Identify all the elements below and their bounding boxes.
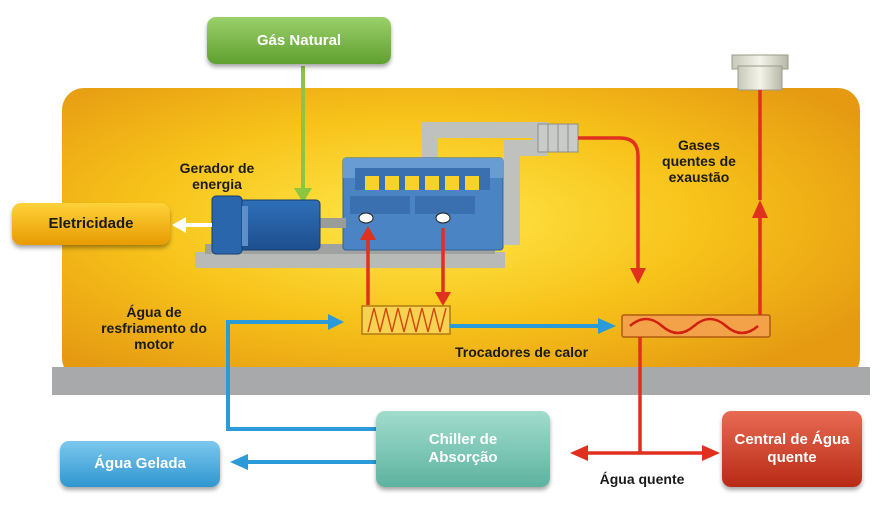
- generator-label: Gerador de energia: [179, 160, 255, 192]
- floor-slab: [52, 367, 870, 395]
- absorption-chiller-label: Chiller de Absorção: [428, 431, 498, 466]
- absorption-chiller-box: Chiller de Absorção: [376, 411, 550, 487]
- engine-base: [195, 252, 505, 268]
- engine-port-left: [358, 212, 374, 224]
- chimney: [737, 65, 783, 91]
- natural-gas-box: Gás Natural: [207, 17, 391, 64]
- electricity-box: Eletricidade: [12, 203, 170, 245]
- chilled-water-label: Água Gelada: [94, 455, 186, 472]
- hot-water-label: Água quente: [599, 471, 685, 487]
- engine-cylinders: [365, 176, 479, 190]
- chilled-water-box: Água Gelada: [60, 441, 220, 487]
- drive-shaft: [318, 218, 346, 228]
- cooling-water-return-pipe: [226, 320, 376, 431]
- natural-gas-label: Gás Natural: [256, 31, 342, 49]
- heat-exchangers-label: Trocadores de calor: [455, 344, 589, 360]
- engine-port-right: [435, 212, 451, 224]
- hot-water-plant-box: Central de Água quente: [722, 411, 862, 487]
- exhaust-gases-label: Gases quentes de exaustão: [662, 137, 736, 185]
- gas-arrow: [294, 188, 312, 203]
- exhaust-gas-pipe: [578, 136, 640, 270]
- hot-water-plant-label: Central de Água quente: [734, 431, 850, 466]
- cooling-water-label: Água de resfriamento do motor: [101, 304, 207, 352]
- electricity-label: Eletricidade: [48, 215, 134, 232]
